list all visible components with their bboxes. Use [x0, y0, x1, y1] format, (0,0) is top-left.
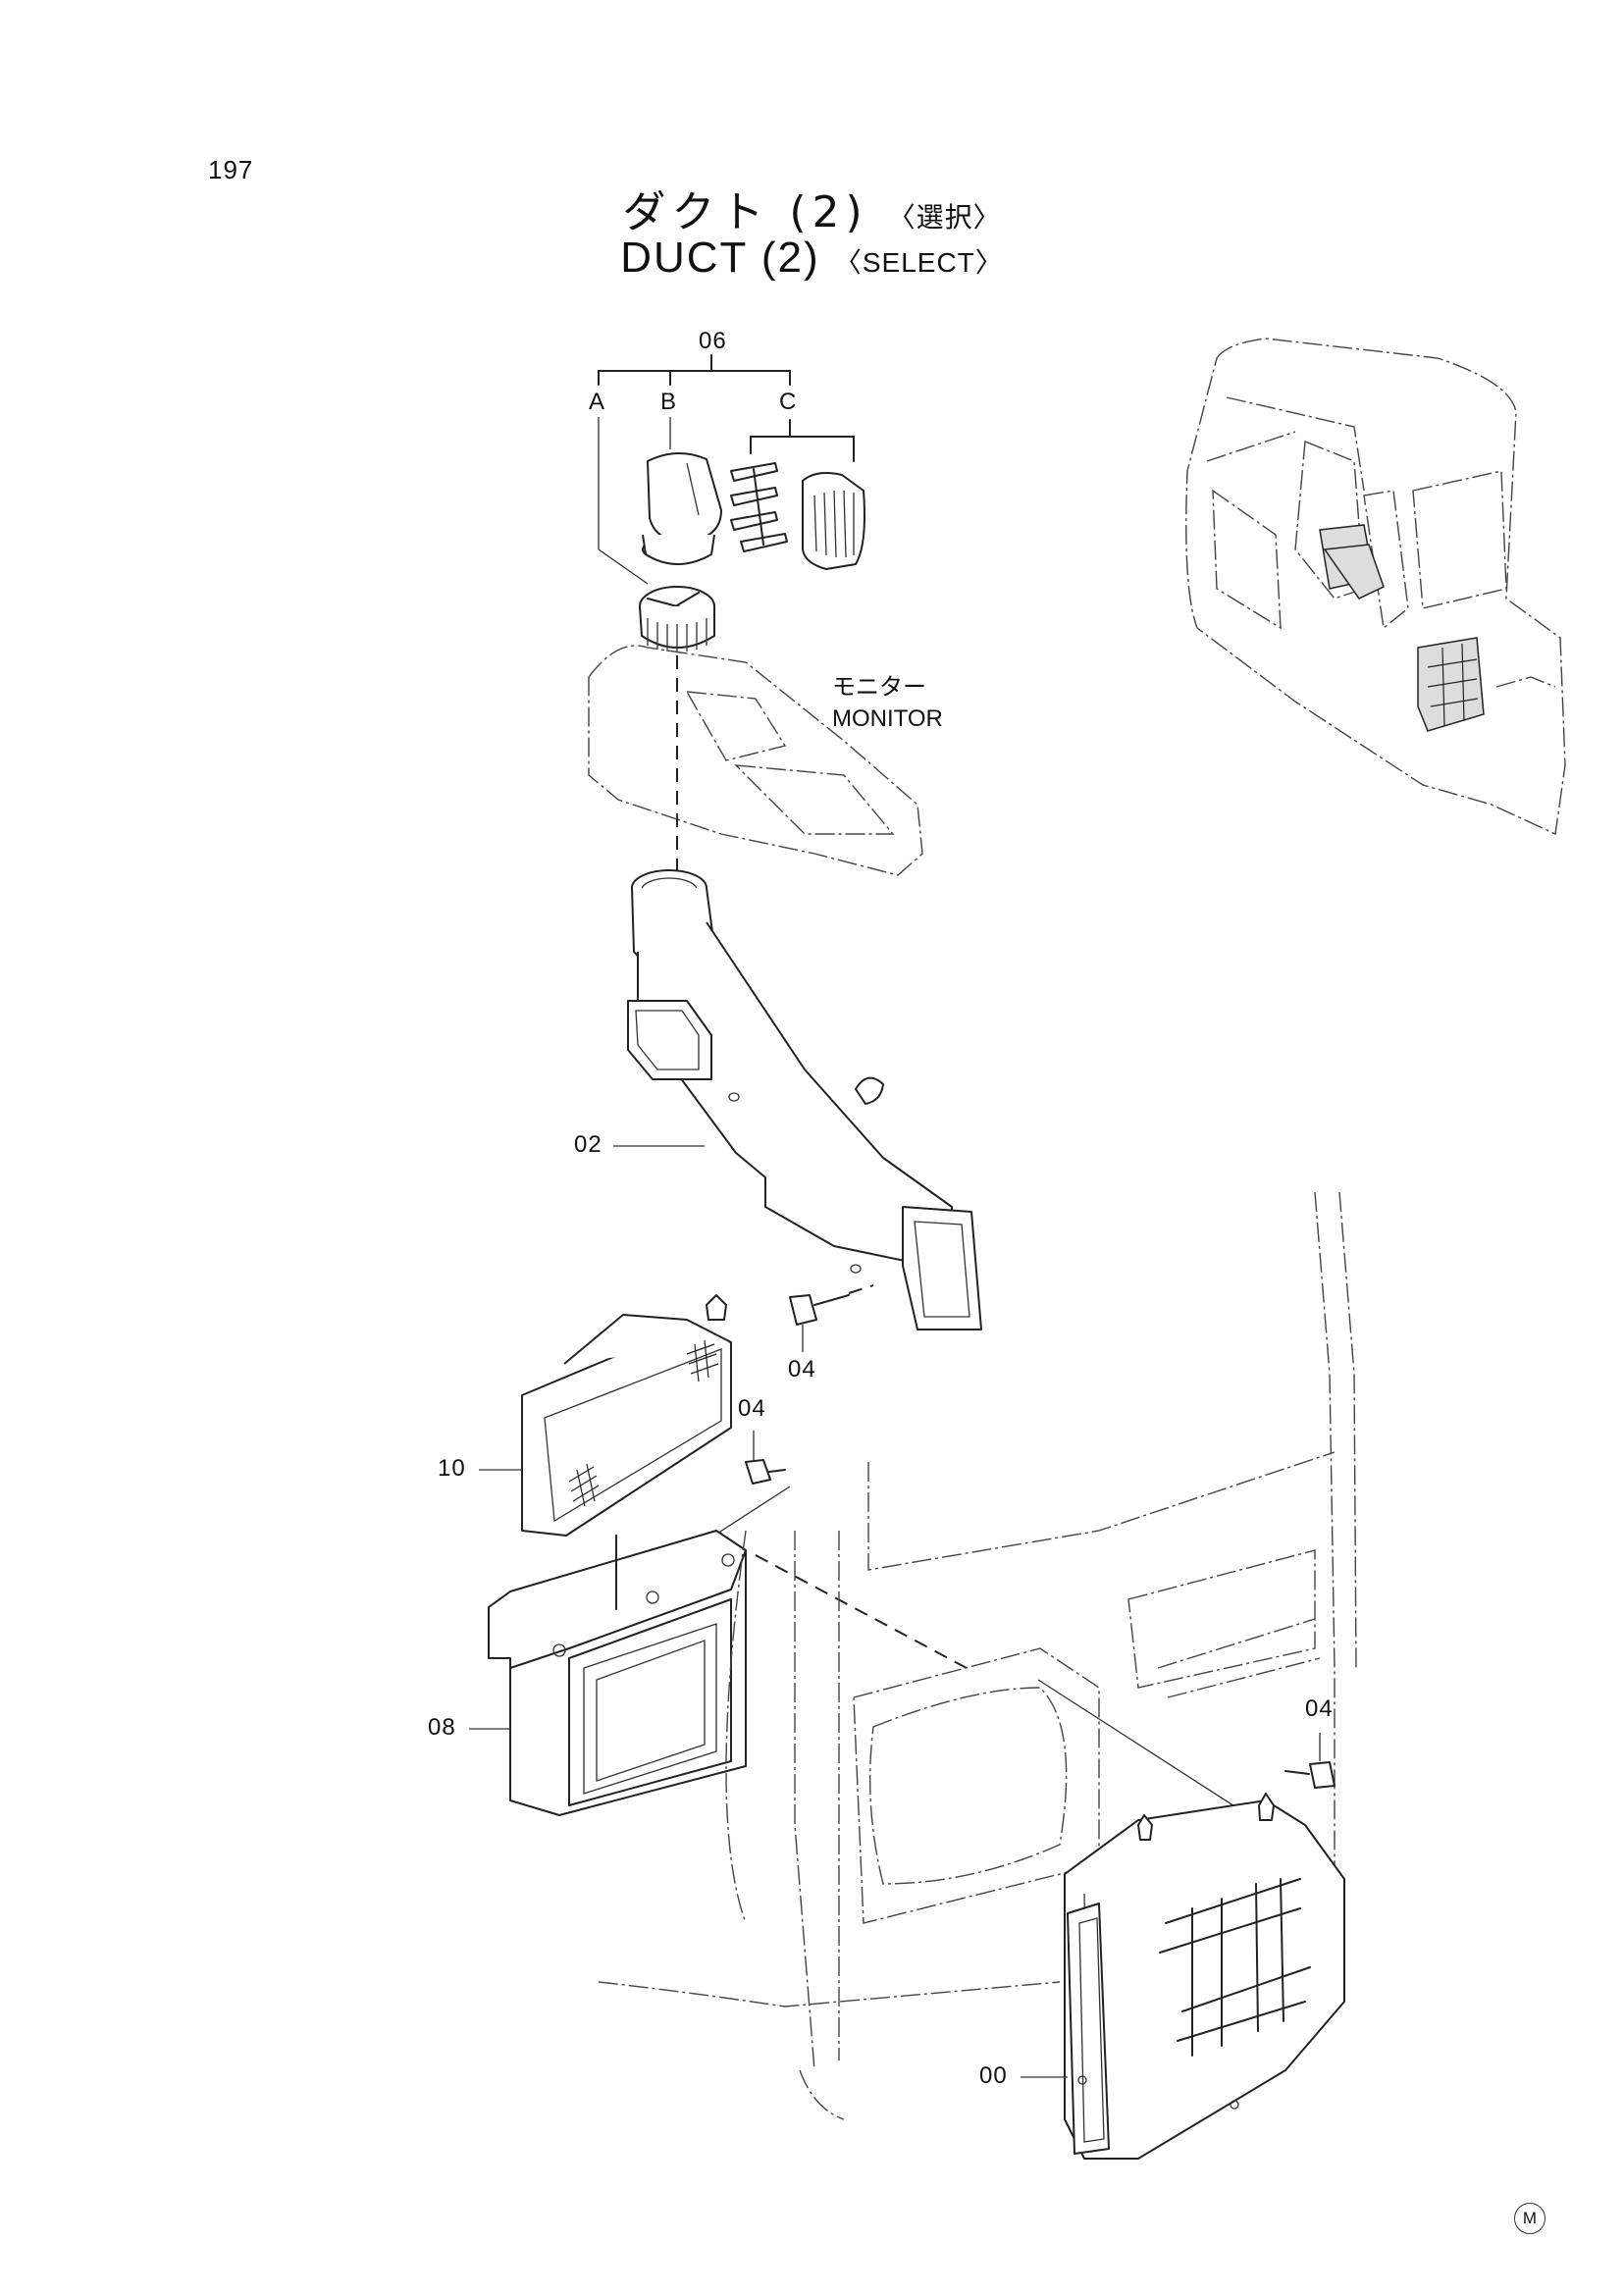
monitor-label-english: MONITOR — [832, 705, 943, 732]
part-10-filter — [521, 1294, 732, 1537]
callout-06: 06 — [699, 328, 727, 354]
title-japanese-main: ダクト (2) — [622, 187, 868, 237]
part-02-duct — [627, 869, 982, 1330]
part-08-filter-frame — [488, 1530, 747, 1816]
title-english-sub: 〈SELECT〉 — [833, 247, 1004, 278]
cab-body-outline — [598, 1191, 1357, 2120]
title-japanese: ダクト (2) 〈選択〉 — [0, 177, 1624, 239]
part-06-b-nozzle — [642, 451, 722, 565]
part-04-screw-middle — [706, 1431, 791, 1541]
callout-06-bracket — [598, 354, 855, 585]
part-04-screw-upper — [789, 1284, 874, 1352]
page-number: 197 — [208, 155, 254, 184]
monitor-housing-outline — [588, 645, 923, 876]
part-06-a-round-vent — [639, 586, 715, 652]
callout-04-right: 04 — [1305, 1695, 1334, 1722]
callout-06-a: A — [589, 389, 606, 415]
monitor-label-japanese: モニター — [832, 674, 926, 701]
title-english: DUCT (2) 〈SELECT〉 — [0, 234, 1624, 283]
part-06-c-grille — [802, 472, 865, 570]
assembly-path-08 — [755, 1554, 968, 1669]
part-04-screw-right — [1284, 1733, 1336, 1789]
callout-06-b: B — [660, 389, 678, 415]
monitor-label: モニター MONITOR — [832, 672, 943, 735]
part-06-c-louver-blades — [730, 462, 788, 552]
title-japanese-sub: 〈選択〉 — [887, 201, 1002, 234]
assembly-path-00 — [1037, 1679, 1257, 1821]
callout-04-upper: 04 — [788, 1356, 816, 1382]
callout-04-middle: 04 — [738, 1395, 766, 1422]
callout-10: 10 — [438, 1455, 466, 1482]
callout-00: 00 — [979, 2062, 1008, 2089]
callout-06-c: C — [779, 389, 798, 415]
part-00-cover — [1064, 1793, 1345, 2160]
callout-08: 08 — [428, 1714, 456, 1741]
machine-overview-cab — [1185, 338, 1566, 836]
corner-mark-m: M — [1514, 2203, 1545, 2234]
callout-02: 02 — [574, 1131, 602, 1158]
title-english-main: DUCT (2) — [620, 234, 820, 282]
